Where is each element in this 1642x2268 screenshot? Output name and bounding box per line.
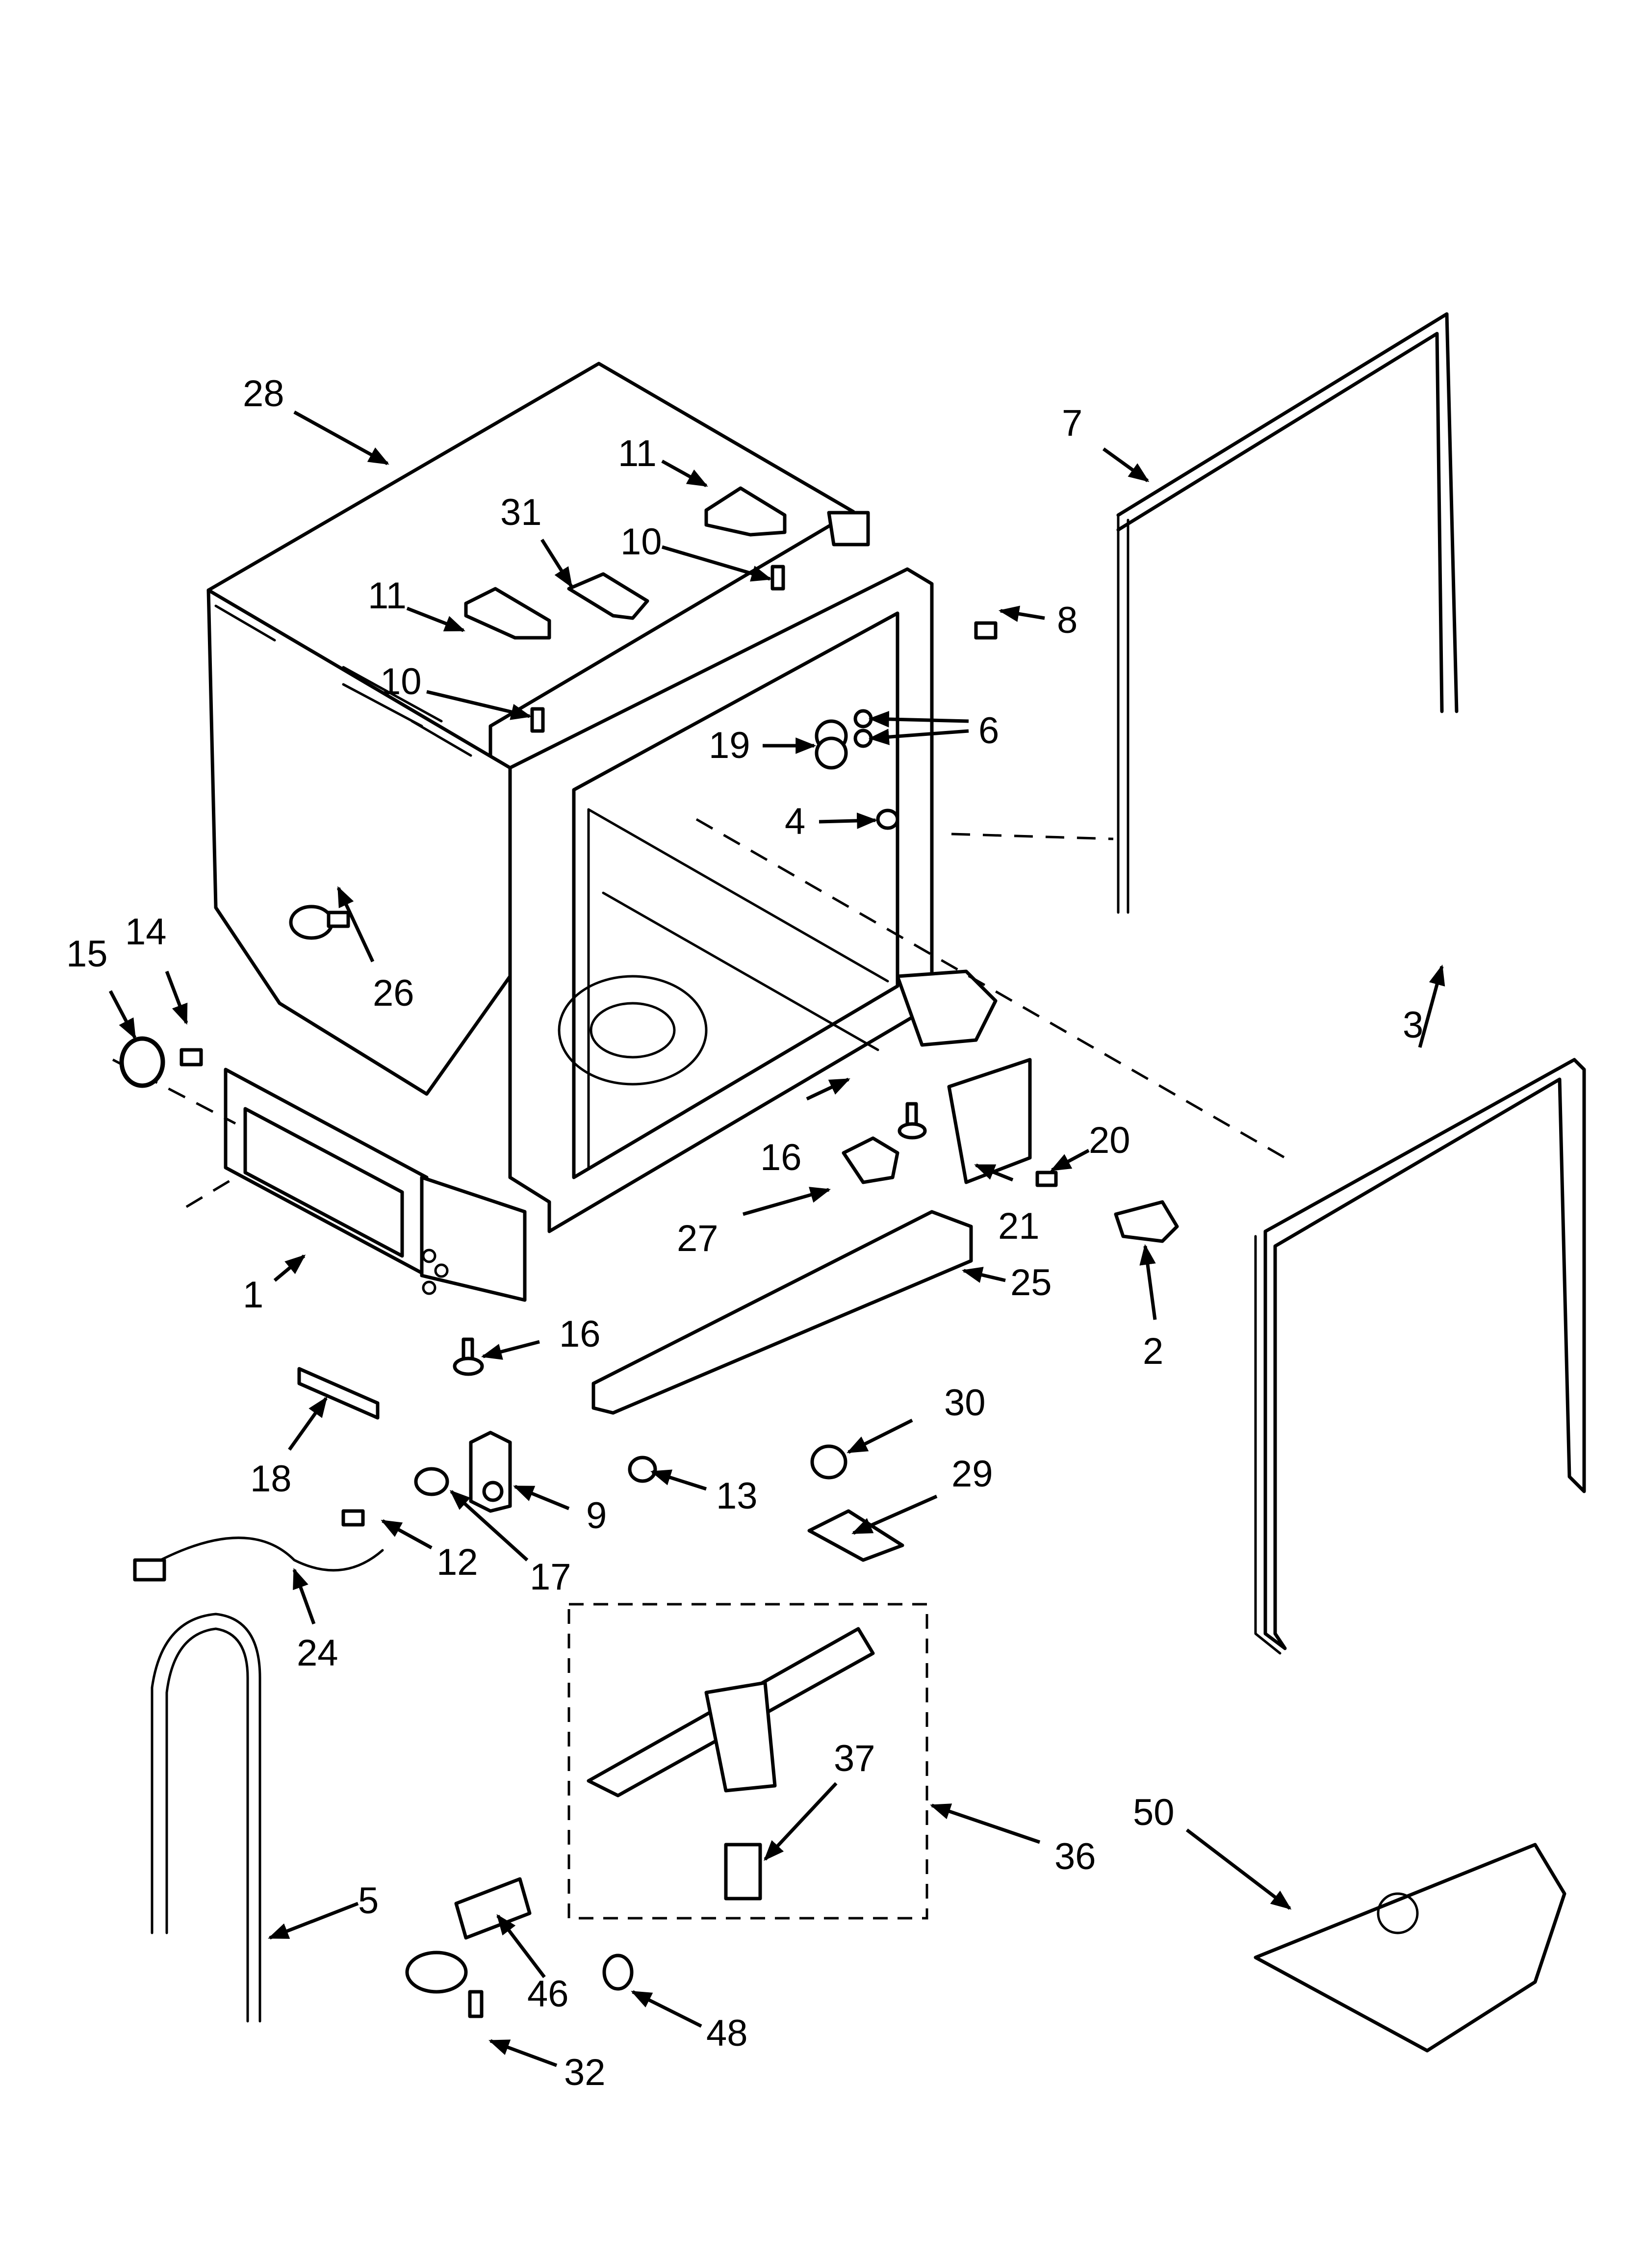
leader-1: [273, 1254, 306, 1282]
callout-10a: 10: [620, 521, 662, 563]
leader-20: [1050, 1148, 1090, 1172]
leader-17: [449, 1490, 529, 1562]
callout-leaders: [108, 410, 1445, 2067]
leader-25: [961, 1267, 1006, 1283]
callout-24: 24: [297, 1632, 338, 1674]
callout-16b: 16: [559, 1313, 601, 1355]
callout-3: 3: [1403, 1004, 1423, 1046]
leader-16a: [806, 1077, 850, 1101]
callout-9: 9: [586, 1495, 607, 1537]
leader-14: [165, 970, 188, 1025]
callout-50: 50: [1133, 1792, 1175, 1833]
leader-30: [847, 1418, 913, 1454]
callout-48: 48: [706, 2012, 748, 2054]
callout-13: 13: [716, 1475, 758, 1517]
leader-3: [1418, 964, 1445, 1048]
callout-5: 5: [358, 1880, 379, 1922]
callout-29: 29: [951, 1453, 993, 1495]
leader-18: [288, 1396, 328, 1451]
leader-11b: [406, 606, 465, 632]
leader-4: [819, 812, 878, 829]
leader-15: [108, 990, 137, 1040]
callout-1: 1: [243, 1274, 263, 1316]
callout-11b: 11: [368, 575, 407, 617]
callout-36: 36: [1054, 1836, 1096, 1877]
callout-32: 32: [564, 2052, 606, 2093]
callout-37: 37: [834, 1738, 875, 1779]
hardware: [119, 486, 1566, 2053]
leader-29: [851, 1494, 938, 1535]
callout-28: 28: [243, 373, 284, 415]
callout-30: 30: [944, 1382, 986, 1424]
leader-28: [293, 410, 389, 466]
leader-2: [1139, 1244, 1157, 1320]
callout-2: 2: [1143, 1330, 1163, 1372]
callout-14: 14: [125, 911, 167, 953]
leader-46: [496, 1914, 546, 1979]
leader-8: [998, 605, 1045, 622]
callout-labels: 28 11 31 10 11 10 7 8 6 19 4 26 15 14 3 …: [66, 373, 1423, 2093]
tub-assembly: [112, 362, 1286, 1302]
leader-5: [268, 1902, 359, 1940]
leader-24: [292, 1568, 316, 1625]
callout-8: 8: [1057, 600, 1078, 641]
leader-9: [513, 1485, 570, 1511]
leader-13: [650, 1469, 707, 1491]
leader-21: [974, 1163, 1014, 1182]
lower-gasket: [1254, 1058, 1586, 1655]
callout-7: 7: [1062, 402, 1082, 444]
leader-31: [540, 539, 573, 588]
leader-16b: [481, 1340, 540, 1360]
leader-26: [336, 886, 375, 963]
callout-17: 17: [530, 1556, 571, 1598]
leader-48: [631, 1990, 702, 2028]
callout-19: 19: [709, 725, 750, 766]
callout-11a: 11: [618, 433, 657, 474]
upper-gasket: [1116, 312, 1459, 914]
callout-15: 15: [66, 933, 108, 975]
callout-6: 6: [978, 710, 999, 752]
leader-10a: [662, 545, 772, 582]
callout-20: 20: [1089, 1120, 1130, 1161]
callout-25: 25: [1010, 1262, 1052, 1303]
callout-21: 21: [998, 1205, 1040, 1247]
callout-27: 27: [677, 1218, 718, 1259]
callout-16a: 16: [760, 1137, 802, 1178]
callout-12: 12: [436, 1541, 478, 1583]
leader-11a: [661, 459, 708, 488]
leader-10b: [426, 690, 532, 720]
leader-27: [743, 1187, 831, 1216]
leader-7: [1102, 447, 1150, 482]
leader-37: [764, 1782, 838, 1861]
callout-26: 26: [373, 972, 414, 1014]
callout-46: 46: [527, 1973, 569, 2015]
callout-4: 4: [785, 801, 805, 842]
leader-12: [381, 1519, 433, 1550]
callout-18: 18: [250, 1458, 292, 1500]
leader-50: [1185, 1828, 1292, 1910]
callout-10b: 10: [380, 661, 422, 703]
leader-6a: [868, 711, 969, 728]
leader-6b: [868, 729, 969, 745]
callout-31: 31: [500, 492, 542, 533]
leader-36: [930, 1803, 1041, 1844]
leader-32: [488, 2039, 558, 2067]
